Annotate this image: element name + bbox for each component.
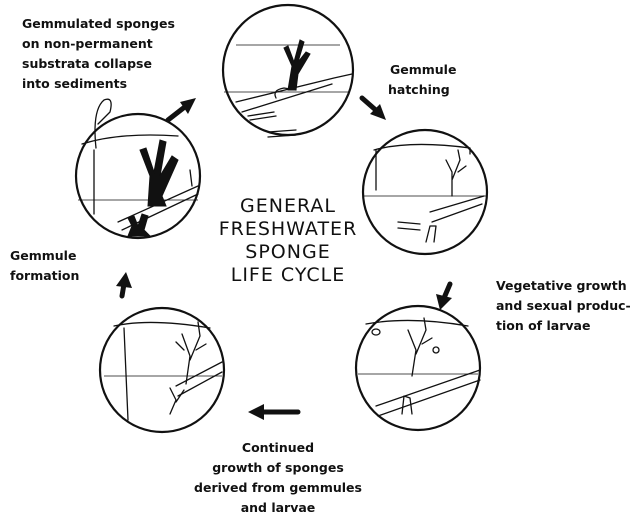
svg-text:into sediments: into sediments — [22, 76, 127, 91]
label-gemmule-formation: Gemmule formation — [10, 248, 79, 283]
title-line-1: GENERAL — [240, 195, 336, 217]
title-line-2: FRESHWATER — [219, 218, 358, 240]
svg-text:Gemmule: Gemmule — [10, 248, 76, 263]
svg-text:Gemmulated sponges: Gemmulated sponges — [22, 16, 175, 31]
svg-text:formation: formation — [10, 268, 79, 283]
arrow-to-formation — [116, 272, 132, 296]
svg-text:and larvae: and larvae — [241, 500, 316, 515]
stage-hatching-circle — [363, 130, 487, 254]
title-line-3: SPONGE — [245, 241, 330, 263]
title-line-4: LIFE CYCLE — [231, 264, 346, 286]
svg-text:Vegetative growth: Vegetative growth — [496, 278, 627, 293]
svg-text:and sexual produc-: and sexual produc- — [496, 298, 631, 313]
svg-text:hatching: hatching — [388, 82, 450, 97]
svg-text:Continued: Continued — [242, 440, 314, 455]
stage-vegetative-circle — [356, 306, 480, 430]
arrow-to-hatching — [362, 98, 386, 120]
label-gemmule-hatching: Gemmule hatching — [388, 62, 456, 97]
svg-text:on non-permanent: on non-permanent — [22, 36, 153, 51]
stage-formation-circle — [76, 99, 200, 238]
stage-continued-growth-circle — [100, 308, 224, 432]
svg-text:tion of larvae: tion of larvae — [496, 318, 590, 333]
arrow-to-collapse — [168, 98, 196, 120]
label-vegetative-growth: Vegetative growth and sexual produc- tio… — [496, 278, 631, 333]
arrow-to-vegetative — [436, 284, 452, 310]
arrow-to-continued — [248, 404, 298, 420]
svg-text:Gemmule: Gemmule — [390, 62, 456, 77]
svg-text:substrata collapse: substrata collapse — [22, 56, 152, 71]
stage-collapse-circle — [223, 5, 353, 137]
svg-text:derived from gemmules: derived from gemmules — [194, 480, 362, 495]
label-gemmulated-collapse: Gemmulated sponges on non-permanent subs… — [22, 16, 175, 91]
label-continued-growth: Continued growth of sponges derived from… — [194, 440, 362, 515]
diagram-title: GENERAL FRESHWATER SPONGE LIFE CYCLE — [219, 195, 358, 286]
svg-text:growth of sponges: growth of sponges — [212, 460, 344, 475]
